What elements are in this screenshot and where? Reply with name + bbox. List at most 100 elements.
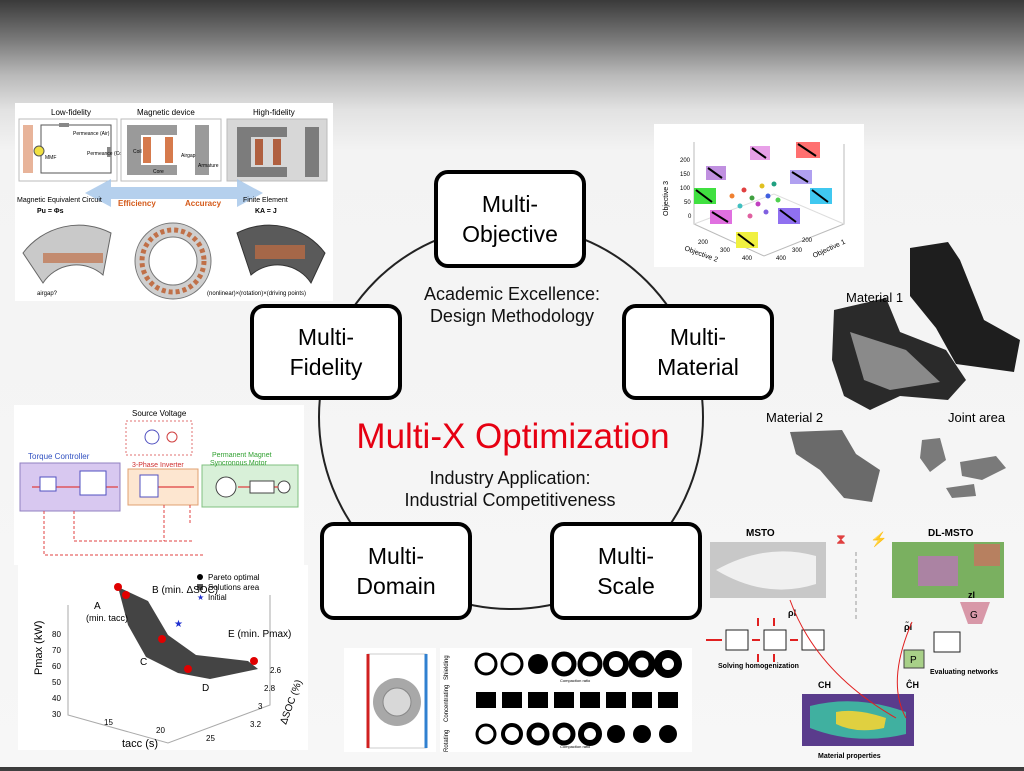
z-axis-label: ΔSOC (%) — [278, 678, 304, 726]
scatter-point — [747, 213, 753, 219]
core-label: Core — [153, 169, 164, 175]
point-d — [184, 665, 192, 673]
resistor — [107, 147, 111, 157]
coil-block — [23, 125, 33, 173]
y-tick: 50 — [52, 678, 61, 687]
property-core — [836, 710, 886, 731]
load-symbol — [277, 480, 291, 494]
msto-shape — [716, 551, 816, 590]
mesh-coil — [255, 139, 263, 165]
block — [139, 474, 159, 498]
tradeoff-arrow — [85, 179, 263, 207]
academic-text: Academic Excellence: Design Methodology — [390, 283, 634, 327]
material1-label: Material 1 — [846, 290, 903, 305]
source-box — [125, 420, 193, 456]
stator-slots — [139, 227, 207, 295]
cell-structure — [763, 629, 787, 651]
row-shielding — [474, 650, 682, 678]
z-tick: 2.8 — [264, 684, 276, 693]
structure-material1 — [850, 332, 940, 390]
tile-structures — [695, 143, 829, 247]
z-tick: 50 — [684, 200, 691, 206]
bottom-label: (nonlinear)×(rotation)×(driving points) — [207, 291, 306, 297]
x-tick: 15 — [104, 718, 113, 727]
y-axis-label: Objective 2 — [683, 245, 718, 264]
multi-scale-node: Multi- Scale — [550, 522, 702, 620]
solution-area — [118, 587, 258, 679]
node-line: Multi- — [597, 543, 655, 569]
fidelity-panel: Low-fidelity Magnetic device High-fideli… — [15, 103, 333, 301]
motor-winding — [43, 253, 103, 263]
lightning-icon: ⚡ — [870, 531, 887, 548]
permeance-core-label: Permeance (Core) — [87, 151, 128, 157]
y-tick: 300 — [720, 248, 731, 254]
legend-area: Solutions area — [208, 583, 260, 592]
cell-structure — [725, 629, 749, 651]
inverter-label: 3-Phase Inverter — [132, 462, 184, 469]
torque-controller-label: Torque Controller — [28, 452, 90, 461]
structure-material2 — [790, 430, 880, 502]
permeance-air-label: Permeance (Air) — [73, 131, 110, 137]
resistor — [59, 123, 69, 127]
rho-label: ρl — [788, 608, 796, 618]
coil-shape — [165, 137, 173, 163]
y-tick: 70 — [52, 646, 61, 655]
node-line: Fidelity — [289, 354, 363, 380]
scatter-point — [749, 195, 755, 201]
structure-top-right — [910, 242, 1020, 372]
row-label: Concentrating — [444, 685, 450, 722]
z-tick: 100 — [680, 186, 691, 192]
inner-core — [382, 687, 412, 717]
ch-hat-label: ĈH — [906, 679, 919, 690]
point-b — [114, 583, 122, 591]
z-axis-label: Objective 3 — [663, 181, 670, 216]
material2-label: Material 2 — [766, 410, 823, 425]
strip-axis-label: Compaction ratio — [560, 744, 591, 749]
flow-arrow — [896, 621, 913, 719]
label-a-sub: (min. tacc) — [86, 613, 128, 623]
y-tick: 60 — [52, 662, 61, 671]
mec-equation: Pu = Φs — [37, 208, 64, 215]
mesh-armature — [305, 127, 319, 177]
node-line: Material — [657, 354, 739, 380]
y-tick: 400 — [742, 256, 753, 262]
z-tick: 3.2 — [250, 720, 262, 729]
mmf-label: MMF — [45, 155, 56, 161]
x-tick: 200 — [802, 238, 813, 244]
fidelity-figure: Low-fidelity Magnetic device High-fideli… — [17, 108, 328, 300]
z-label: zl — [968, 590, 975, 600]
domain-panel: Source Voltage Torque Controller 3-Phase… — [14, 405, 304, 565]
high-fidelity-label: High-fidelity — [253, 108, 295, 117]
point-a — [122, 591, 130, 599]
pmsm-label-2: Syncronous Motor — [210, 460, 267, 467]
pareto-plot: ★ ★ Pareto optimal Solutions area Initia… — [33, 573, 305, 750]
scale-figure: MSTO DL-MSTO ⧗ ⚡ ρl zl G ρ̃l P Evaluatin… — [706, 528, 1004, 760]
node-line: Domain — [356, 573, 436, 599]
z-tick: 0 — [688, 214, 692, 220]
node-line: Multi- — [481, 191, 539, 217]
plot-box — [67, 595, 271, 744]
material-props-label: Material properties — [818, 753, 881, 760]
mec-label: Magnetic Equivalent Circuit — [17, 197, 102, 204]
scatter-point — [737, 203, 743, 209]
material-panel: Material 1 Material 2 Joint area — [760, 240, 1024, 520]
scatter-point — [765, 193, 771, 199]
industry-text: Industry Application: Industrial Competi… — [360, 467, 660, 511]
label-d: D — [202, 683, 209, 694]
coil-label: Coil — [133, 149, 142, 155]
core-shape — [127, 125, 177, 175]
predictor-block — [903, 649, 925, 669]
scatter-point — [729, 193, 735, 199]
scale-panel: MSTO DL-MSTO ⧗ ⚡ ρl zl G ρ̃l P Evaluatin… — [706, 522, 1024, 766]
multi-fidelity-node: Multi- Fidelity — [250, 304, 402, 400]
voltage-source — [144, 429, 160, 445]
x-axis-label: tacc (s) — [122, 738, 158, 750]
y-tick: 80 — [52, 630, 61, 639]
legend-pareto: Pareto optimal — [208, 573, 260, 582]
legend-pareto-marker — [197, 574, 203, 580]
cell-structure — [933, 631, 961, 653]
initial-star: ★ — [174, 619, 183, 630]
scatter-point — [741, 187, 747, 193]
multi-domain-node: Multi- Domain — [320, 522, 472, 620]
scatter-point — [771, 181, 777, 187]
